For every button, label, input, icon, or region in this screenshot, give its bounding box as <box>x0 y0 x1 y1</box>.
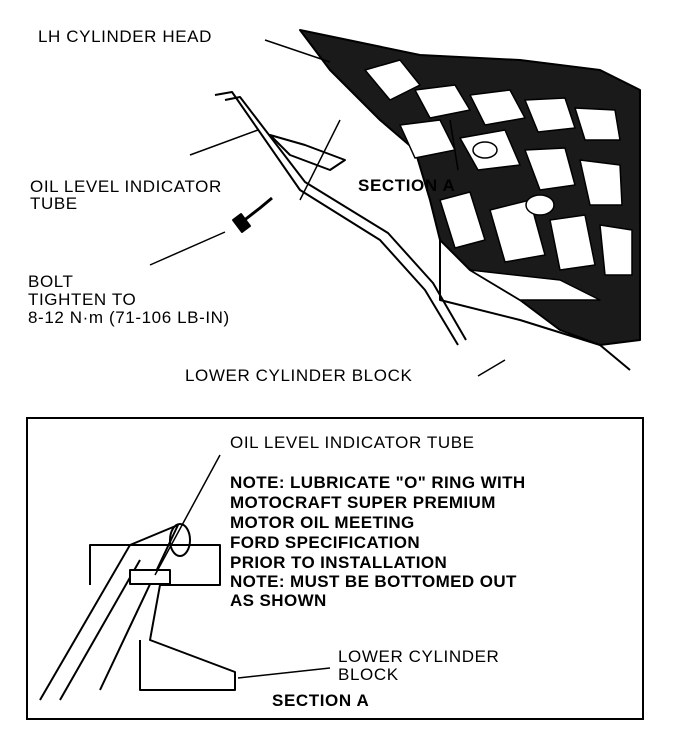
detail-leader-block <box>237 667 331 679</box>
note-line-7: AS SHOWN <box>230 591 327 610</box>
section-a-label: SECTION A <box>358 176 456 195</box>
note-line-1: NOTE: LUBRICATE "O" RING WITH <box>230 473 526 492</box>
detail-lower-block-label-line1: LOWER CYLINDER <box>338 647 500 666</box>
leader-lines <box>149 39 506 377</box>
note-line-3: MOTOR OIL MEETING <box>230 513 415 532</box>
engine-illustration <box>149 29 641 377</box>
detail-lower-block-label-line2: BLOCK <box>338 665 399 684</box>
lh-cylinder-head-label: LH CYLINDER HEAD <box>38 27 212 46</box>
detail-leader-tube <box>154 454 221 576</box>
tube-body <box>39 524 179 701</box>
lower-cylinder-block-label: LOWER CYLINDER BLOCK <box>185 366 413 385</box>
note-line-5: PRIOR TO INSTALLATION <box>230 553 448 572</box>
oil-level-tube-label-line2: TUBE <box>30 194 78 213</box>
o-ring <box>129 569 171 585</box>
note-line-6: NOTE: MUST BE BOTTOMED OUT <box>230 572 517 591</box>
detail-tube-label: OIL LEVEL INDICATOR TUBE <box>230 433 475 452</box>
block-wall <box>89 544 236 691</box>
bolt-label-line2: TIGHTEN TO <box>28 290 137 309</box>
engine-detail-cutouts <box>364 59 633 301</box>
bolt-label-line1: BOLT <box>28 272 74 291</box>
lower-block-outline <box>439 240 631 371</box>
detail-section-a-label: SECTION A <box>272 691 370 710</box>
tube-bracket <box>269 134 346 171</box>
note-line-4: FORD SPECIFICATION <box>230 533 421 552</box>
note-line-2: MOTOCRAFT SUPER PREMIUM <box>230 493 496 512</box>
tube-top <box>169 523 191 557</box>
bolt-icon <box>232 196 273 233</box>
bolt-torque-spec: 8-12 N·m (71-106 LB-IN) <box>28 308 230 327</box>
oil-level-tube <box>214 91 459 346</box>
oil-level-tube-label-line1: OIL LEVEL INDICATOR <box>30 177 222 196</box>
section-a-detail-frame <box>26 417 644 720</box>
section-a-detail <box>39 454 331 701</box>
